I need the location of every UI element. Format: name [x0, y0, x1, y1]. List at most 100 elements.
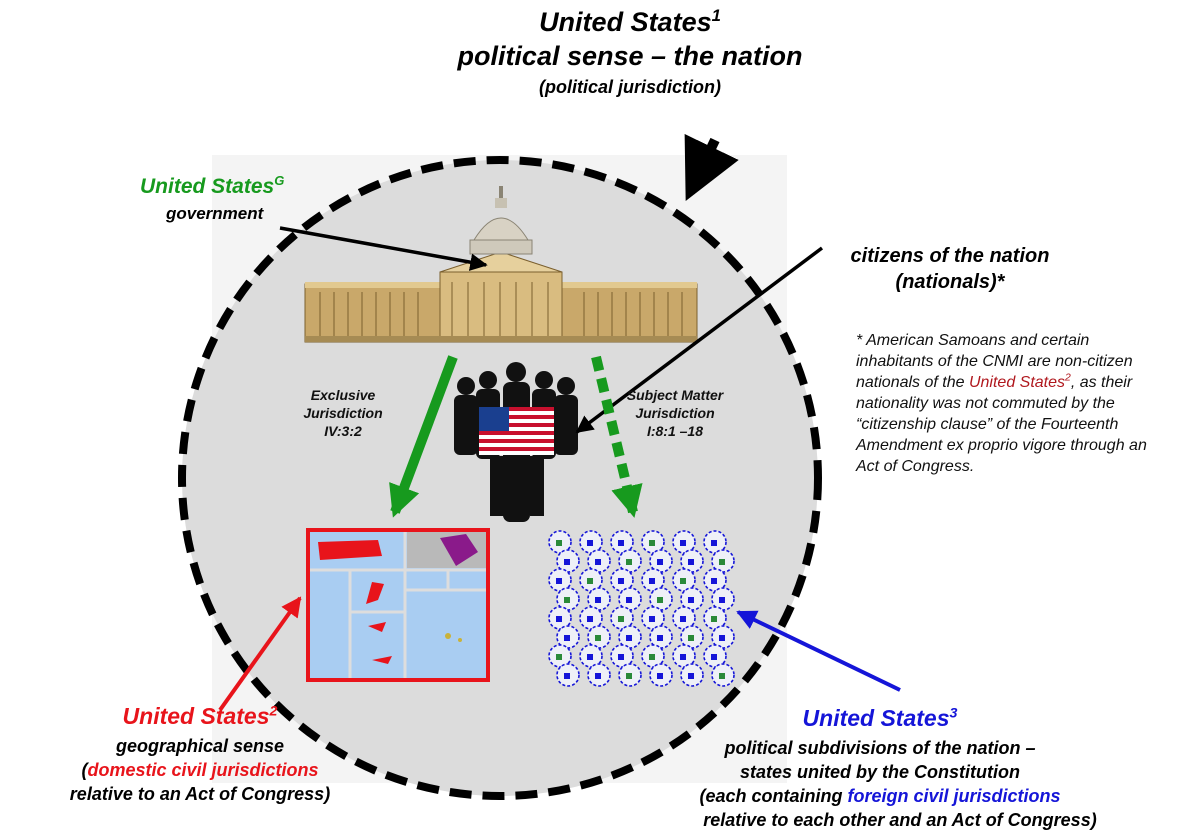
state-shape	[556, 654, 562, 660]
state-shape	[719, 673, 725, 679]
state-shape	[688, 597, 694, 603]
nation-arrow	[684, 133, 739, 202]
states-arrow	[736, 610, 901, 692]
state-shape	[719, 635, 725, 641]
subject-matter-line1: Subject Matter	[626, 387, 724, 403]
state-shape	[657, 673, 663, 679]
state-shape	[564, 559, 570, 565]
state-shape	[556, 540, 562, 546]
exclusive-jurisdiction-arrow	[389, 355, 458, 518]
nation-note: (political jurisdiction)	[538, 77, 721, 97]
states-line3-open: (each containing	[699, 786, 848, 806]
state-shape	[688, 673, 694, 679]
state-shape	[595, 673, 601, 679]
states-title-text: United States	[802, 705, 950, 731]
capitol-building-icon	[304, 186, 698, 343]
state-shape	[711, 578, 717, 584]
geo-domestic-civil: domestic civil jurisdictions	[87, 760, 319, 780]
state-shape	[618, 540, 624, 546]
state-shape	[618, 616, 624, 622]
subject-matter-label: Subject Matter Jurisdiction I:8:1 –18	[610, 386, 740, 440]
state-shape	[564, 673, 570, 679]
us-flag-icon	[479, 407, 554, 455]
states-foreign-civil: foreign civil jurisdictions	[847, 786, 1061, 806]
nation-title: United States1	[420, 6, 840, 38]
state-shape	[626, 673, 632, 679]
state-shape	[680, 616, 686, 622]
nation-title-text: United States	[539, 7, 712, 37]
government-title: United StatesG	[140, 174, 440, 200]
state-shape	[564, 597, 570, 603]
government-title-sup: G	[274, 173, 285, 188]
footnote-sup: 2	[1065, 372, 1071, 384]
state-shape	[711, 616, 717, 622]
exclusive-line1: Exclusive	[310, 387, 376, 403]
state-shape	[595, 635, 601, 641]
state-shape	[688, 559, 694, 565]
state-shape	[556, 578, 562, 584]
nation-subtitle: political sense – the nation	[457, 41, 803, 71]
states-line3: (each containing foreign civil jurisdict…	[620, 784, 1140, 808]
citizens-arrow	[575, 246, 824, 434]
state-seal-grid-icon	[548, 530, 735, 687]
state-shape	[688, 635, 694, 641]
state-shape	[587, 616, 593, 622]
state-shape	[626, 559, 632, 565]
subject-matter-line3: I:8:1 –18	[646, 423, 704, 439]
territories-map-icon	[306, 528, 490, 682]
state-shape	[626, 597, 632, 603]
state-shape	[626, 635, 632, 641]
state-shape	[649, 616, 655, 622]
states-line2: states united by the Constitution	[739, 762, 1020, 782]
states-title: United States3	[730, 704, 1030, 732]
state-shape	[556, 616, 562, 622]
state-shape	[649, 578, 655, 584]
state-shape	[649, 540, 655, 546]
exclusive-line3: IV:3:2	[324, 423, 362, 439]
subject-matter-line2: Jurisdiction	[635, 405, 715, 421]
state-shape	[587, 540, 593, 546]
footnote-united-states: United States	[968, 374, 1066, 391]
state-shape	[680, 654, 686, 660]
state-shape	[711, 654, 717, 660]
nation-title-sup: 1	[711, 6, 721, 25]
states-line4: relative to each other and an Act of Con…	[703, 810, 1097, 830]
footnote-part2: , as their nationality was not commuted …	[856, 374, 1147, 475]
state-shape	[649, 654, 655, 660]
footnote-part1: * American Samoans and certain inhabitan…	[856, 332, 1133, 391]
exclusive-line2: Jurisdiction	[303, 405, 383, 421]
government-title-text: United States	[140, 175, 275, 198]
exclusive-jurisdiction-label: Exclusive Jurisdiction IV:3:2	[288, 386, 398, 440]
state-shape	[595, 559, 601, 565]
footnote: * American Samoans and certain inhabitan…	[856, 330, 1156, 477]
state-shape	[564, 635, 570, 641]
state-shape	[680, 578, 686, 584]
state-shape	[587, 578, 593, 584]
government-subtitle: government	[166, 204, 264, 223]
government-arrow	[279, 226, 488, 271]
states-title-sup: 3	[949, 705, 958, 722]
geo-title: United States2	[50, 702, 350, 730]
state-shape	[719, 597, 725, 603]
state-shape	[680, 540, 686, 546]
state-shape	[587, 654, 593, 660]
states-line1: political subdivisions of the nation –	[724, 738, 1036, 758]
geo-title-text: United States	[122, 703, 270, 729]
geo-line2: (domestic civil jurisdictions	[0, 758, 400, 782]
citizens-line1: citizens of the nation	[850, 245, 1050, 267]
geo-line3: relative to an Act of Congress)	[69, 784, 331, 804]
state-shape	[657, 597, 663, 603]
citizens-line2: (nationals)*	[895, 271, 1005, 293]
state-shape	[618, 578, 624, 584]
state-shape	[657, 559, 663, 565]
state-shape	[657, 635, 663, 641]
state-shape	[711, 540, 717, 546]
geographical-arrow	[218, 596, 302, 712]
subject-matter-arrow	[591, 355, 643, 518]
state-shape	[719, 559, 725, 565]
geo-line1: geographical sense	[115, 736, 285, 756]
geo-title-sup: 2	[269, 703, 278, 720]
geo-line2-open: (	[81, 760, 88, 780]
state-shape	[618, 654, 624, 660]
